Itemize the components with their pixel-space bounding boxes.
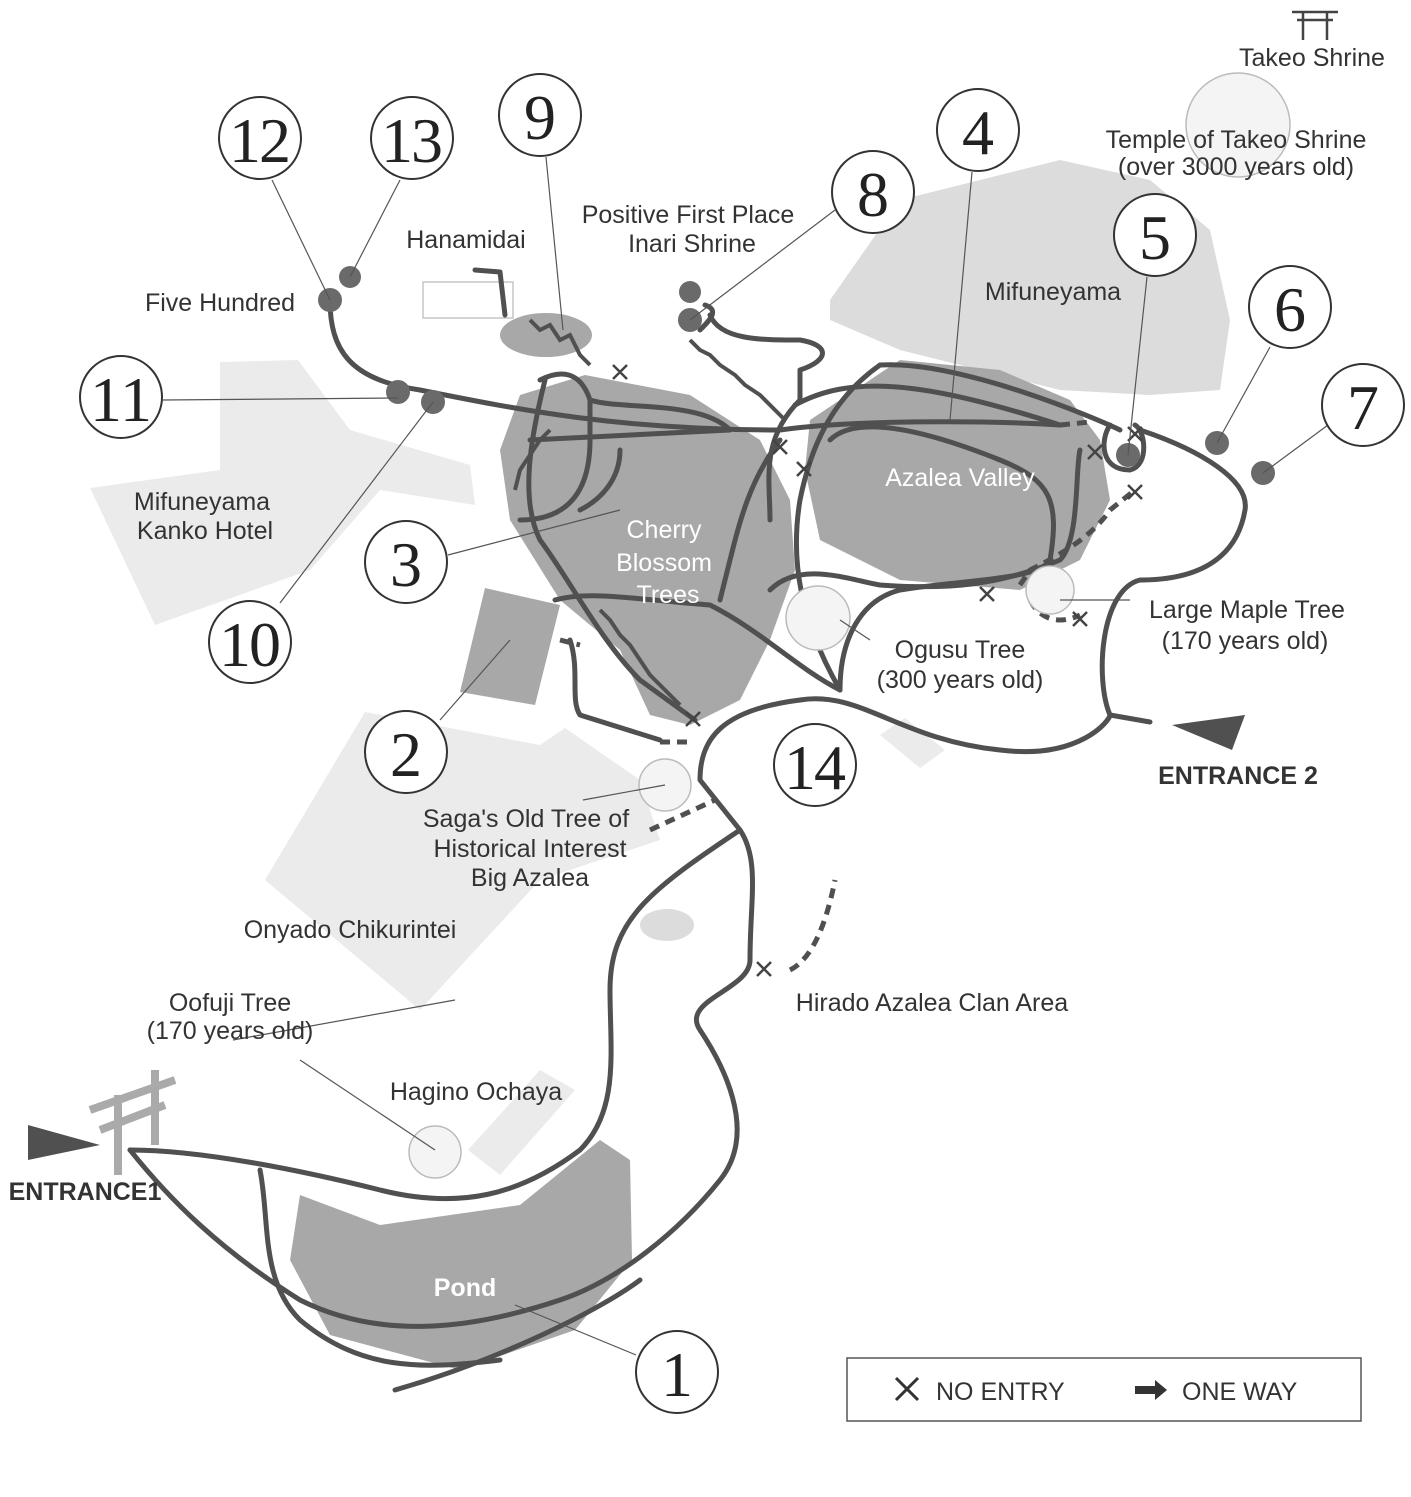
one-way-icon (1135, 1380, 1167, 1400)
svg-text:8: 8 (857, 159, 889, 230)
svg-text:6: 6 (1274, 274, 1306, 345)
shrine-icon (1292, 10, 1338, 40)
legend-no-entry: NO ENTRY (936, 1378, 1065, 1406)
stop-5[interactable]: 5 (1113, 193, 1197, 277)
stop-1[interactable]: 1 (635, 1330, 719, 1414)
svg-text:11: 11 (90, 364, 152, 435)
stop-14[interactable]: 14 (773, 723, 857, 807)
stop-12[interactable]: 12 (218, 96, 302, 180)
label-maple-2: (170 years old) (1162, 627, 1329, 655)
stop-2[interactable]: 2 (364, 710, 448, 794)
label-saga-2: Historical Interest (433, 835, 626, 863)
label-hirado: Hirado Azalea Clan Area (796, 989, 1068, 1017)
stop-9[interactable]: 9 (498, 73, 582, 157)
label-cherry-3: Trees (637, 581, 700, 609)
label-hanamidai: Hanamidai (406, 226, 526, 254)
place-labels: Takeo Shrine Temple of Takeo Shrine (ove… (9, 44, 1385, 1302)
numbered-stops: 1 2 3 4 5 6 7 8 9 10 11 12 13 14 (79, 73, 1405, 1414)
entrance1-arrow-icon (28, 1125, 100, 1160)
no-entry-markers (612, 364, 1143, 977)
tree-icons (408, 72, 1291, 1179)
svg-text:5: 5 (1139, 202, 1171, 273)
label-five-hundred: Five Hundred (145, 289, 295, 317)
label-cherry-2: Blossom (616, 549, 712, 577)
svg-text:10: 10 (219, 609, 281, 680)
pond (290, 1140, 632, 1370)
hanamidai-mound (500, 313, 592, 357)
torii-gate-icon (88, 1070, 177, 1175)
label-saga-3: Big Azalea (471, 864, 589, 892)
label-saga-1: Saga's Old Tree of (423, 805, 629, 833)
label-cherry-1: Cherry (626, 516, 702, 544)
label-entrance-2: ENTRANCE 2 (1158, 762, 1318, 790)
stop-3[interactable]: 3 (364, 520, 448, 604)
stop-11[interactable]: 11 (79, 355, 163, 439)
label-pond: Pond (434, 1274, 497, 1302)
svg-text:9: 9 (524, 82, 556, 153)
stop-10[interactable]: 10 (208, 600, 292, 684)
label-ogusu-2: (300 years old) (877, 666, 1044, 694)
label-mifuneyama: Mifuneyama (985, 278, 1121, 306)
hanamidai-building (422, 281, 514, 319)
svg-text:4: 4 (962, 97, 994, 168)
label-inari-2: Inari Shrine (628, 230, 756, 258)
stop-7[interactable]: 7 (1321, 363, 1405, 447)
leader-lines (162, 156, 1329, 1356)
stop-8[interactable]: 8 (831, 150, 915, 234)
label-hagino: Hagino Ochaya (390, 1078, 562, 1106)
stop-4[interactable]: 4 (936, 88, 1020, 172)
no-entry-icon (894, 1376, 920, 1402)
hotel-area (90, 360, 475, 625)
label-oofuji-2: (170 years old) (147, 1017, 314, 1045)
hagino-area (468, 1070, 575, 1175)
small-building (880, 718, 945, 768)
label-maple-1: Large Maple Tree (1149, 596, 1345, 624)
label-temple: Temple of Takeo Shrine (1106, 126, 1367, 154)
svg-text:13: 13 (381, 105, 443, 176)
entrance2-arrow-icon (1172, 715, 1245, 750)
svg-text:14: 14 (784, 732, 846, 803)
svg-text:1: 1 (661, 1339, 693, 1410)
trails (127, 267, 1248, 1393)
svg-text:7: 7 (1347, 372, 1379, 443)
svg-text:12: 12 (229, 105, 291, 176)
legend-one-way: ONE WAY (1182, 1378, 1298, 1406)
label-hotel-1: Mifuneyama (134, 488, 270, 516)
label-inari-1: Positive First Place (582, 201, 795, 229)
label-ogusu-1: Ogusu Tree (895, 636, 1026, 664)
stop-6[interactable]: 6 (1248, 265, 1332, 349)
label-entrance-1: ENTRANCE1 (9, 1178, 162, 1206)
cherry-blossom-area (500, 375, 795, 725)
label-takeo-shrine: Takeo Shrine (1239, 44, 1385, 72)
label-oofuji-1: Oofuji Tree (169, 989, 291, 1017)
label-temple-age: (over 3000 years old) (1118, 153, 1354, 181)
label-hotel-2: Kanko Hotel (137, 517, 273, 545)
svg-text:2: 2 (390, 719, 422, 790)
svg-text:3: 3 (390, 529, 422, 600)
label-onyado: Onyado Chikurintei (244, 916, 457, 944)
label-azalea-valley: Azalea Valley (885, 464, 1035, 492)
map-legend: NO ENTRY ONE WAY (846, 1357, 1362, 1422)
small-pond (640, 909, 694, 941)
chikurintei-area (265, 712, 660, 1010)
stop-13[interactable]: 13 (370, 96, 454, 180)
building-2 (460, 588, 560, 705)
